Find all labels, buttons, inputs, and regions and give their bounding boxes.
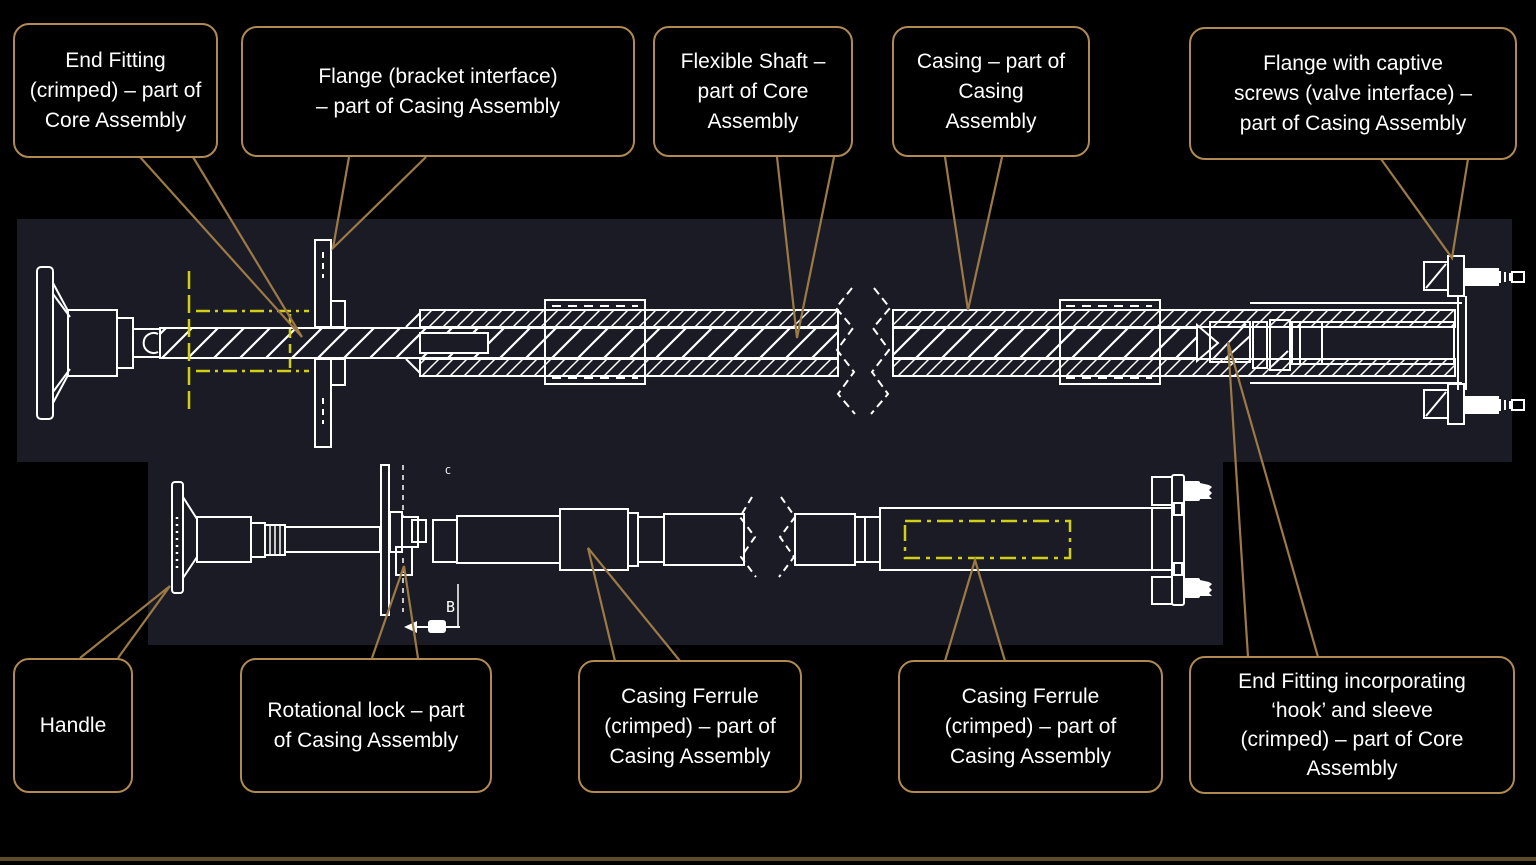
callout-rotational-lock: Rotational lock – part of Casing Assembl… [240, 658, 492, 793]
callout-line: Assembly [1306, 757, 1398, 780]
leader-casing [943, 156, 1004, 311]
leader-casing-ferrule-left [586, 547, 681, 662]
leader-flange-bracket-interface [331, 156, 427, 252]
callout-casing-ferrule-right: Casing Ferrule (crimped) – part of Casin… [898, 660, 1163, 793]
callout-line: End Fitting incorporating [1238, 670, 1466, 693]
callout-line: Handle [39, 713, 107, 737]
top-section-view [36, 239, 1525, 448]
section-letters: B C [445, 466, 455, 616]
callout-line: Casing – part of [916, 49, 1066, 73]
callout-flexible-shaft: Flexible Shaft – part of Core Assembly [653, 26, 853, 157]
leader-lines [79, 156, 1470, 662]
leader-end-fitting-hook [1226, 341, 1320, 658]
callout-line: Flange (bracket interface) [318, 64, 558, 88]
callout-end-fitting-hook: End Fitting incorporating ‘hook’ and sle… [1189, 656, 1515, 794]
callout-line: (crimped) – part of [29, 78, 202, 102]
callout-line: Flange with captive [1263, 51, 1443, 75]
callout-line: Rotational lock – part [267, 698, 465, 722]
callout-line: Flexible Shaft – [680, 49, 826, 73]
callout-flange-captive-screws: Flange with captive screws (valve interf… [1189, 27, 1517, 160]
section-c-label: C [445, 466, 451, 477]
drawing-panels [17, 219, 1512, 645]
callout-line: of Casing Assembly [273, 728, 459, 752]
yellow-crimp-highlight [903, 519, 1072, 560]
callout-line: part of Core [697, 79, 809, 103]
callout-flange-bracket-interface: Flange (bracket interface) – part of Cas… [241, 26, 635, 157]
callout-line: Core Assembly [44, 108, 187, 132]
section-b-label: B [446, 598, 455, 616]
callout-line: Assembly [707, 109, 799, 133]
callout-handle: Handle [13, 658, 133, 793]
callout-casing: Casing – part of Casing Assembly [892, 26, 1090, 157]
callout-line: (crimped) – part of [944, 714, 1117, 738]
callout-line: – part of Casing Assembly [316, 94, 560, 118]
callout-line: Casing Ferrule [961, 684, 1100, 708]
leader-casing-ferrule-right [943, 556, 1007, 662]
bottom-rule [0, 857, 1536, 861]
callout-line: Casing Assembly [609, 744, 771, 768]
callout-line: Assembly [945, 109, 1037, 133]
callout-line: End Fitting [65, 48, 166, 72]
leader-flexible-shaft [775, 156, 836, 339]
callout-line: (crimped) – part of [604, 714, 776, 738]
callout-line: Casing Ferrule [621, 684, 759, 708]
callout-casing-ferrule-left: Casing Ferrule (crimped) – part of Casin… [578, 660, 802, 793]
leader-handle [79, 585, 171, 659]
leader-flange-captive-screws [1380, 158, 1470, 261]
leader-rotational-lock [370, 565, 420, 659]
callout-end-fitting-crimped: End Fitting (crimped) – part of Core Ass… [13, 23, 218, 158]
callout-line: (crimped) – part of Core [1240, 728, 1464, 751]
callout-line: ‘hook’ and sleeve [1271, 699, 1433, 722]
leader-end-fitting-crimped [139, 156, 303, 338]
callout-line: screws (valve interface) – [1233, 81, 1473, 105]
callout-line: part of Casing Assembly [1239, 111, 1467, 135]
callout-line: Casing [958, 79, 1024, 103]
callout-line: Casing Assembly [949, 744, 1112, 768]
